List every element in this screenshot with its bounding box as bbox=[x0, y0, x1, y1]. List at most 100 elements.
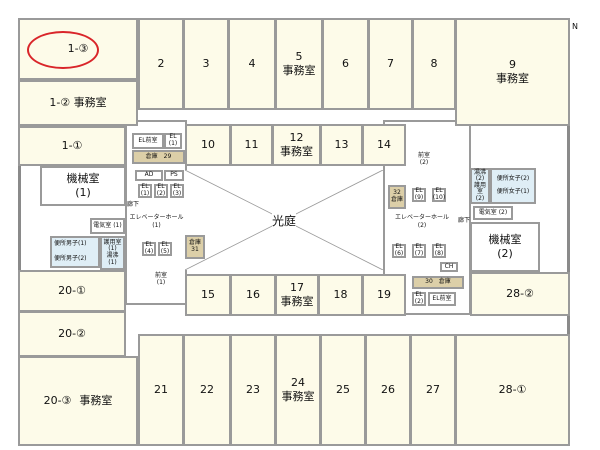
room-label: 25 bbox=[336, 382, 350, 396]
room-2[interactable]: 2 bbox=[138, 18, 184, 110]
room-label: 19 bbox=[377, 287, 391, 301]
label: (2) bbox=[419, 159, 429, 167]
room-25[interactable]: 25 bbox=[320, 334, 366, 446]
ps-shaft: PS bbox=[164, 170, 184, 181]
room-18[interactable]: 18 bbox=[318, 274, 363, 316]
front-room-2: 前室(2) bbox=[418, 152, 430, 166]
room-23[interactable]: 23 bbox=[230, 334, 276, 446]
room-label: 3 bbox=[202, 56, 210, 70]
room-14[interactable]: 14 bbox=[362, 124, 406, 166]
room-label: 17 bbox=[290, 280, 304, 294]
room-label: 2 bbox=[157, 56, 165, 70]
room-20-1[interactable]: 20-① bbox=[18, 270, 126, 312]
room-28-2[interactable]: 28-② bbox=[470, 272, 570, 316]
office-label: 事務室 bbox=[280, 145, 313, 158]
room-label: 1-① bbox=[61, 138, 83, 152]
electrical-room-2: 電気室 (2) bbox=[473, 206, 513, 220]
room-22[interactable]: 22 bbox=[183, 334, 231, 446]
corridor-label: 廊下 bbox=[458, 217, 471, 224]
room-3[interactable]: 3 bbox=[183, 18, 229, 110]
label: 便所女子(2) bbox=[496, 175, 530, 183]
machine-room-1[interactable]: 機械室(1) bbox=[40, 166, 126, 206]
room-label: 20-① bbox=[58, 283, 86, 297]
el-lobby-1: EL前室 bbox=[132, 133, 164, 149]
room-label: 13 bbox=[334, 137, 349, 151]
label: 機械室 bbox=[488, 232, 522, 246]
north-arrow-icon: N bbox=[572, 22, 578, 31]
room-label: 21 bbox=[154, 382, 168, 396]
room-label: 28-① bbox=[498, 382, 527, 396]
courtyard-label: 光庭 bbox=[272, 212, 297, 229]
room-26[interactable]: 26 bbox=[365, 334, 411, 446]
label: EL (9) bbox=[414, 187, 424, 201]
elevator-2: EL (2) bbox=[154, 184, 168, 198]
label: (1) bbox=[75, 186, 91, 199]
label: EL (5) bbox=[160, 241, 170, 255]
elevator-1: EL (1) bbox=[138, 184, 152, 198]
label: EL (4) bbox=[144, 241, 154, 255]
room-label: 20-③ bbox=[43, 393, 72, 407]
label: EL (6) bbox=[394, 243, 404, 257]
room-label: 26 bbox=[381, 382, 395, 396]
label: 倉庫 31 bbox=[188, 239, 201, 253]
label: 便所男子(2) bbox=[54, 255, 87, 262]
storage-30: 30 倉庫 bbox=[412, 276, 464, 289]
room-10[interactable]: 10 bbox=[185, 124, 231, 166]
room-6[interactable]: 6 bbox=[322, 18, 369, 110]
room-7[interactable]: 7 bbox=[368, 18, 413, 110]
label: EL (1) bbox=[140, 183, 150, 197]
room-15[interactable]: 15 bbox=[185, 274, 231, 316]
office-label: 事務室 bbox=[281, 390, 315, 403]
room-label: 15 bbox=[201, 287, 215, 301]
room-21[interactable]: 21 bbox=[138, 334, 184, 446]
label: 便所女子(1) bbox=[496, 188, 530, 195]
office-label: 事務室 bbox=[282, 64, 316, 77]
room-27[interactable]: 27 bbox=[410, 334, 456, 446]
room-11[interactable]: 11 bbox=[230, 124, 273, 166]
label: (2) bbox=[417, 221, 427, 229]
room-19[interactable]: 19 bbox=[362, 274, 406, 316]
label: EL (10) bbox=[432, 187, 446, 201]
label: 30 倉庫 bbox=[425, 278, 451, 286]
room-label: 20-② bbox=[58, 326, 86, 340]
elevator-10: EL (10) bbox=[432, 188, 446, 202]
room-label: 14 bbox=[377, 137, 391, 151]
room-label: 4 bbox=[248, 56, 256, 70]
label: EL (3) bbox=[172, 183, 182, 197]
elevator-8: EL (8) bbox=[432, 244, 446, 258]
room-label: 1-② 事務室 bbox=[49, 95, 107, 109]
room-13[interactable]: 13 bbox=[320, 124, 363, 166]
label: 前室 bbox=[155, 272, 168, 279]
room-label: 27 bbox=[426, 382, 440, 396]
highlight-ellipse bbox=[27, 31, 99, 69]
el-lobby-2: EL前室 bbox=[428, 292, 456, 306]
label: エレベーターホール bbox=[394, 214, 449, 221]
elevator-7: EL (7) bbox=[412, 244, 426, 258]
room-1-1[interactable]: 1-① bbox=[18, 126, 126, 166]
label: 便所男子(1) bbox=[54, 240, 87, 248]
room-16[interactable]: 16 bbox=[230, 274, 276, 316]
label: (1) bbox=[152, 221, 161, 229]
room-28-1[interactable]: 28-① bbox=[455, 334, 570, 446]
front-room-1: 前室(1) bbox=[155, 272, 167, 286]
machine-room-2[interactable]: 機械室(2) bbox=[470, 222, 540, 272]
room-8[interactable]: 8 bbox=[412, 18, 456, 110]
corridor-label: 廊下 bbox=[127, 201, 140, 208]
room-4[interactable]: 4 bbox=[228, 18, 276, 110]
label: 倉庫 29 bbox=[145, 152, 172, 160]
label: 湯沸 (1) bbox=[106, 252, 119, 266]
label: 機械室 bbox=[66, 171, 100, 185]
room-label: 7 bbox=[387, 56, 394, 70]
room-1-2[interactable]: 1-② 事務室 bbox=[18, 80, 138, 126]
room-20-2[interactable]: 20-② bbox=[18, 311, 126, 357]
room-label: 24 bbox=[291, 375, 305, 389]
room-label: 8 bbox=[430, 56, 438, 70]
room-label: 23 bbox=[246, 382, 260, 396]
label: EL (2) bbox=[156, 183, 166, 197]
